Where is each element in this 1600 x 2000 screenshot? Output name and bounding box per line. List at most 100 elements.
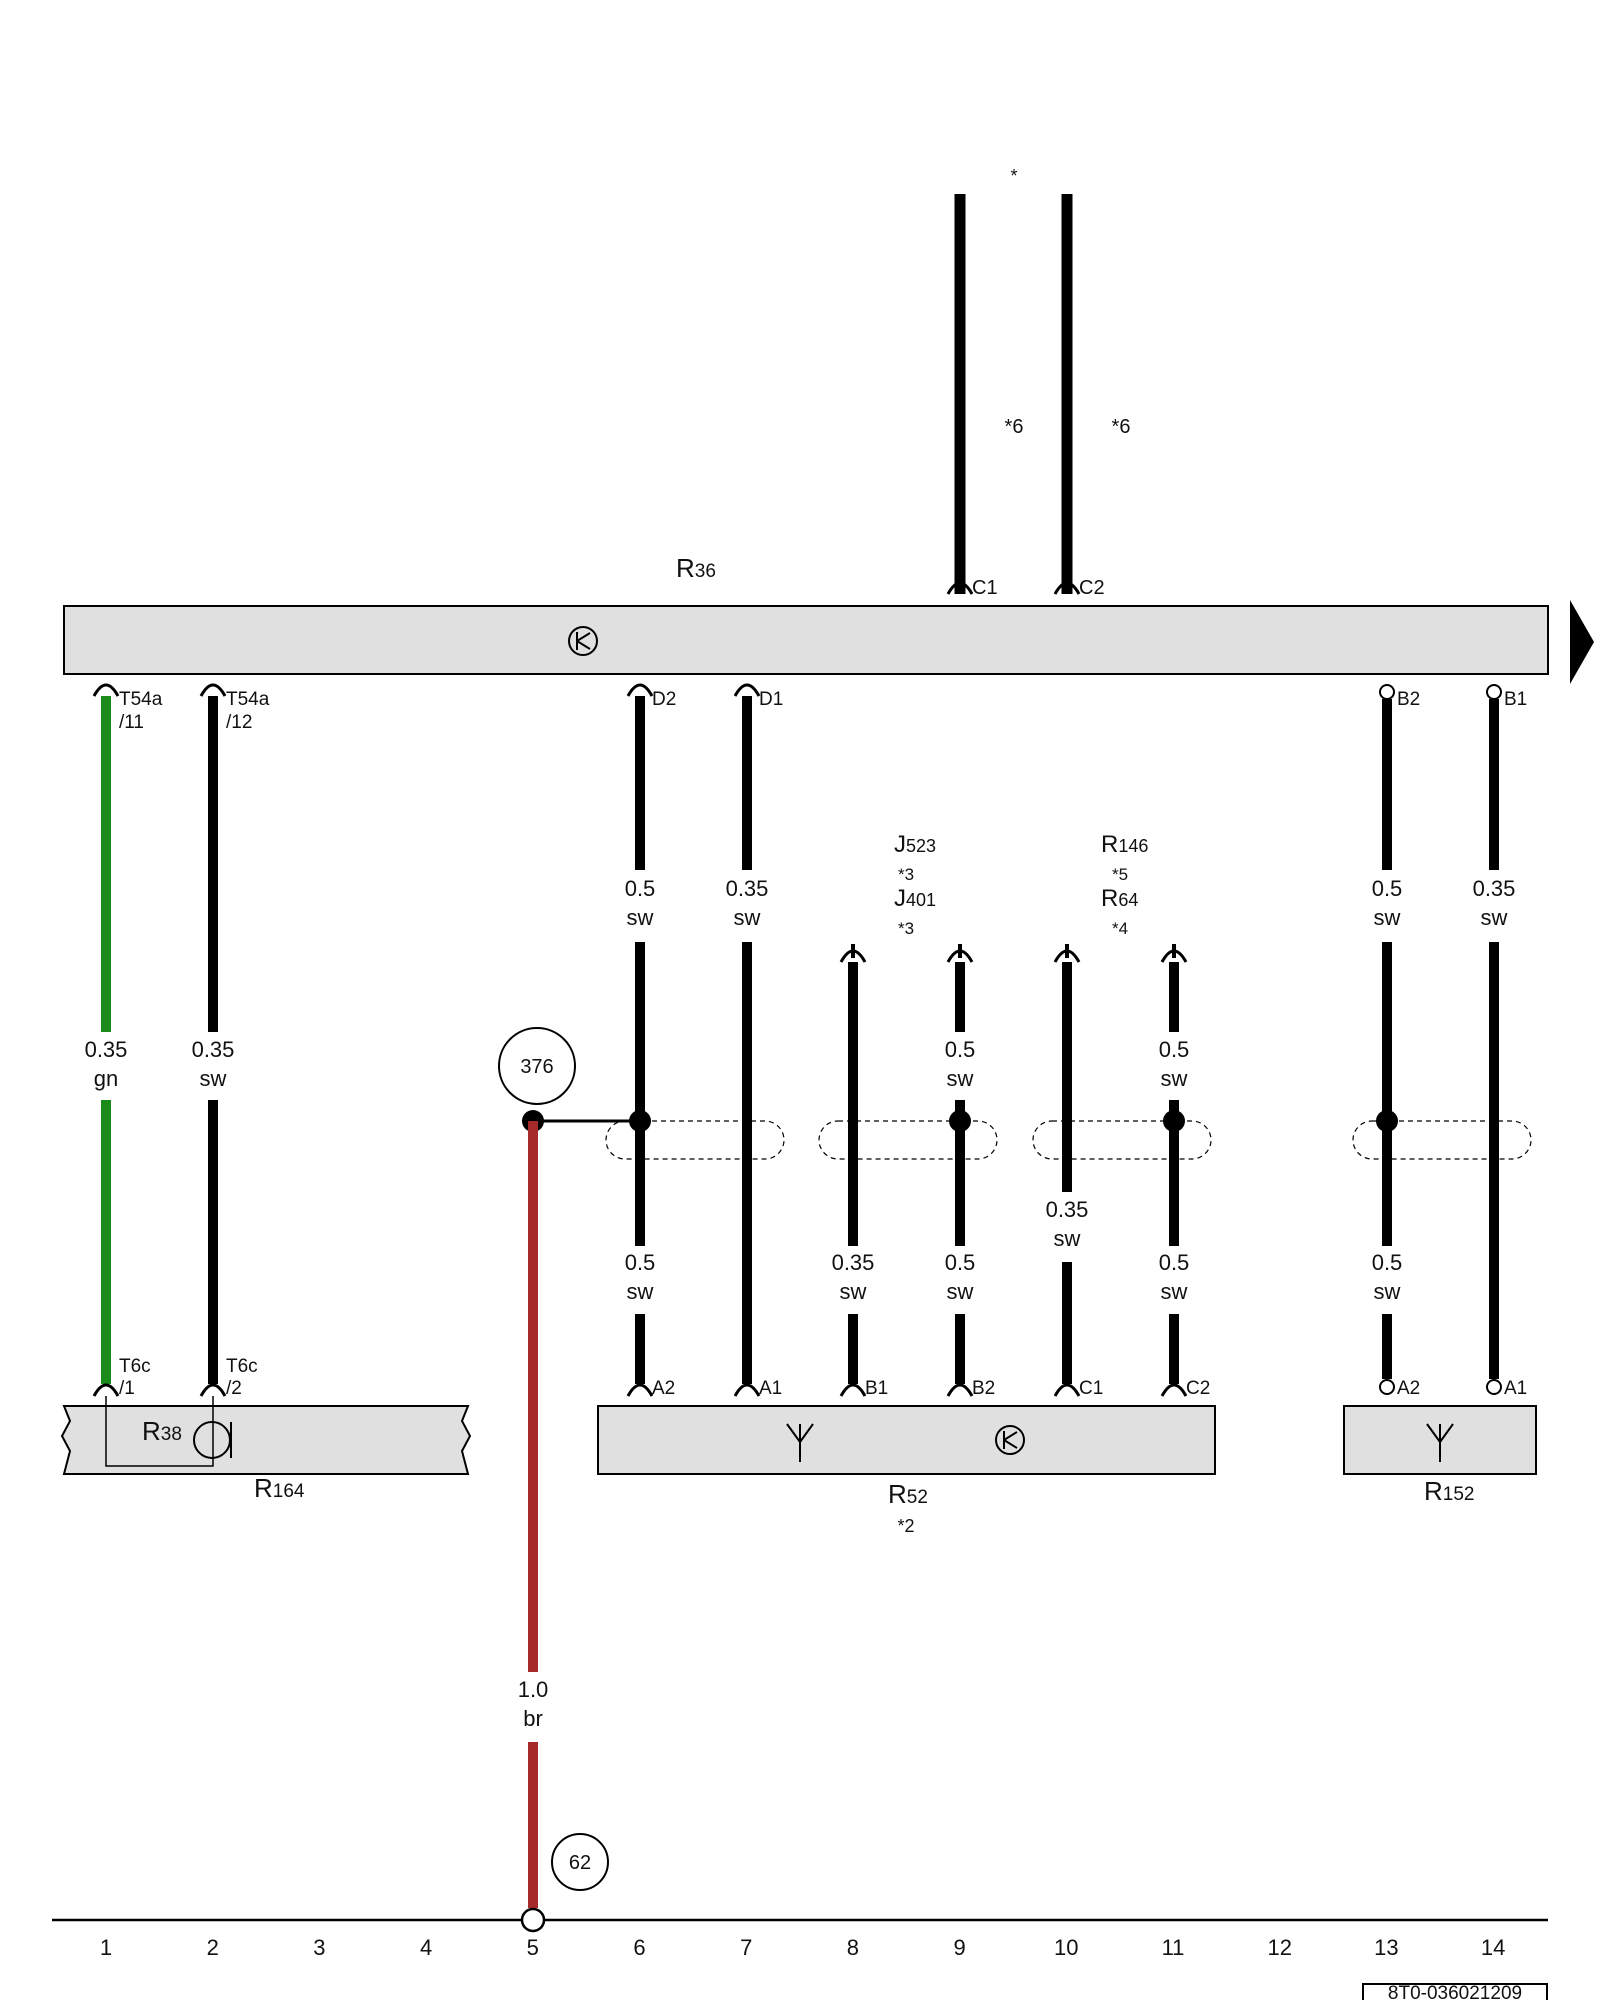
wire-9-lower-gauge: 0.5 (945, 1250, 976, 1275)
doc-ref: 8T0-036021209 (1388, 1983, 1522, 2000)
connector-r52-b1 (839, 1383, 867, 1397)
column-number: 14 (1481, 1935, 1505, 1960)
wire-8-color: sw (840, 1279, 867, 1304)
pin-r52-b2: B2 (972, 1378, 995, 1399)
pin-t6c-1-a: T6c (119, 1356, 151, 1377)
ground-point-62-label: 62 (569, 1852, 591, 1874)
wire-2-gauge: 0.35 (192, 1037, 235, 1062)
connector-c2 (1053, 581, 1081, 595)
wire-11-lower-gauge: 0.5 (1159, 1250, 1190, 1275)
wire-13-lower-color: sw (1374, 1279, 1401, 1304)
continue-arrow-icon (1570, 600, 1594, 684)
pin-c2: C2 (1079, 577, 1105, 599)
column-number: 12 (1267, 1935, 1291, 1960)
shield-col6-7 (605, 1120, 785, 1160)
pin-t54a-12-b: /12 (226, 712, 252, 733)
ground-point-376 (498, 1027, 576, 1105)
column-number: 9 (953, 1935, 965, 1960)
column-number: 3 (313, 1935, 325, 1960)
wire-14-color: sw (1481, 905, 1508, 930)
r52-box (597, 1405, 1216, 1475)
wire-1-color: gn (94, 1066, 118, 1091)
wire-2-color: sw (200, 1066, 227, 1091)
wire-10-gauge: 0.35 (1046, 1197, 1089, 1222)
wire-11-mid-gauge: 0.5 (1159, 1037, 1190, 1062)
pin-r52-a2: A2 (652, 1378, 675, 1399)
r146-label: R146 (1101, 831, 1148, 858)
r64-note: *4 (1112, 919, 1128, 938)
column-number: 2 (207, 1935, 219, 1960)
pin-c1: C1 (972, 577, 998, 599)
wire-6-upper-color: sw (627, 905, 654, 930)
wire-6-upper-gauge: 0.5 (625, 876, 656, 901)
connector-r152-a2 (1379, 1379, 1395, 1395)
r164-label: R164 (254, 1473, 305, 1503)
column-number: 11 (1162, 1935, 1185, 1960)
shield-col13-14 (1352, 1120, 1532, 1160)
pin-r152-a1: A1 (1504, 1378, 1527, 1399)
pin-t6c-2-a: T6c (226, 1356, 258, 1377)
shields (605, 1120, 1532, 1160)
column-number: 8 (847, 1935, 859, 1960)
connector-c1 (946, 581, 974, 595)
r52-note: *2 (897, 1516, 914, 1536)
wire-9-mid-gauge: 0.5 (945, 1037, 976, 1062)
column-number: 6 (633, 1935, 645, 1960)
pin-r52-a1: A1 (759, 1378, 782, 1399)
connector-r52-a2 (626, 1383, 654, 1397)
antenna-icon (786, 1423, 814, 1462)
column-number: 10 (1054, 1935, 1078, 1960)
wire-5-gauge: 1.0 (518, 1677, 549, 1702)
ground-point-376-label: 376 (520, 1056, 553, 1078)
wire-6-lower-gauge: 0.5 (625, 1250, 656, 1275)
shield-col10-11 (1032, 1120, 1212, 1160)
wire-13-upper-gauge: 0.5 (1372, 876, 1403, 901)
shield-col8-9 (818, 1120, 998, 1160)
column-number: 4 (420, 1935, 432, 1960)
wire-5-color: br (523, 1706, 543, 1731)
pin-r52-b1: B1 (865, 1378, 888, 1399)
connector-b2 (1379, 684, 1395, 700)
wire-14-gauge: 0.35 (1473, 876, 1516, 901)
r38-label: R38 (142, 1416, 182, 1446)
connector-r152-a1 (1486, 1379, 1502, 1395)
pin-b2: B2 (1397, 689, 1420, 710)
r152-label: R152 (1424, 1476, 1474, 1506)
ground-point-62 (551, 1833, 609, 1891)
column-number: 7 (740, 1935, 752, 1960)
pin-d1: D1 (759, 689, 783, 710)
pin-r52-c2: C2 (1186, 1378, 1210, 1399)
wire-11-lower-color: sw (1161, 1279, 1188, 1304)
j401-note: *3 (898, 919, 914, 938)
doc-ref-box (1362, 1983, 1548, 2000)
transistor-icon (568, 626, 598, 656)
pin-t54a-12-a: T54a (226, 689, 270, 710)
pin-d2: D2 (652, 689, 676, 710)
wire-9-lower-color: sw (947, 1279, 974, 1304)
pin-b1: B1 (1504, 689, 1527, 710)
r38-internal-wire (105, 1396, 214, 1467)
antenna-icon (1426, 1423, 1454, 1462)
pin-t6c-2-b: /2 (226, 1378, 242, 1399)
ground-bus-terminal (520, 1907, 546, 1933)
connector-b1 (1486, 684, 1502, 700)
connector-t54a-12 (199, 683, 227, 697)
wire-10-color: sw (1054, 1226, 1081, 1251)
connector-r52-b2 (946, 1383, 974, 1397)
r64-label: R64 (1101, 885, 1138, 912)
wire-7-gauge: 0.35 (726, 876, 769, 901)
transistor-icon (995, 1425, 1025, 1455)
wire-7-color: sw (734, 905, 761, 930)
connector-r52-c1 (1053, 1383, 1081, 1397)
connector-r52-c2 (1160, 1383, 1188, 1397)
splice-col9 (949, 1110, 971, 1132)
r146-note: *5 (1112, 865, 1128, 884)
j523-label: J523 (894, 831, 936, 858)
connector-r52-a1 (733, 1383, 761, 1397)
pin-r52-c1: C1 (1079, 1378, 1103, 1399)
connector-d1 (733, 683, 761, 697)
wire-note-c1: *6 (1005, 416, 1024, 438)
pin-t54a-11-a: T54a (119, 689, 163, 710)
